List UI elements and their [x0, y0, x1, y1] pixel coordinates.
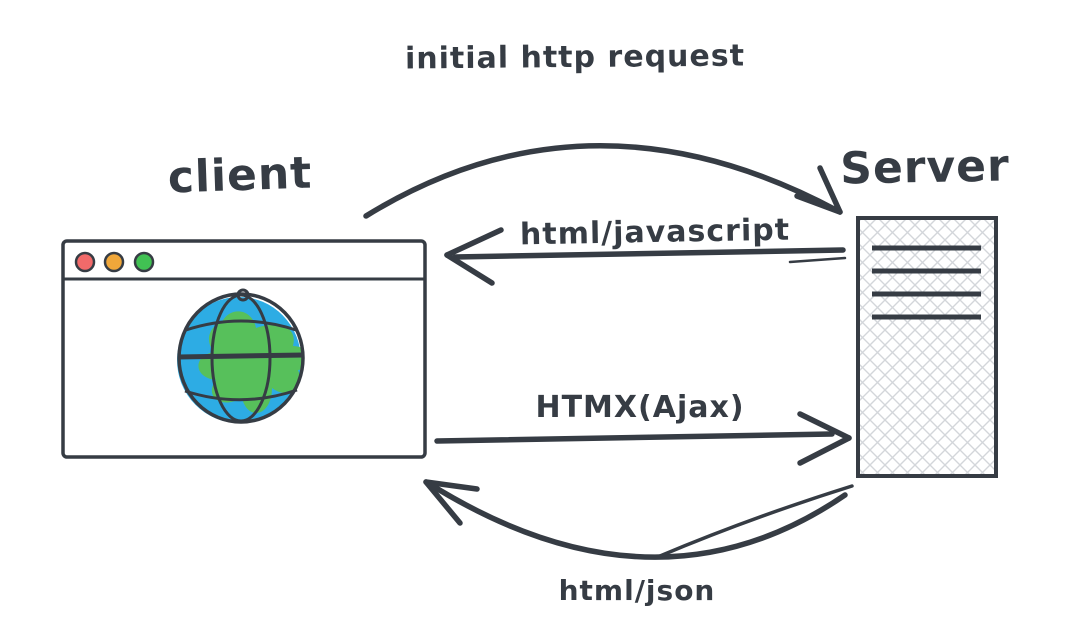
globe-icon — [177, 288, 305, 424]
htmx-label: HTMX(Ajax) — [535, 390, 745, 425]
initial-request-label: initial http request — [404, 38, 746, 77]
response-arrowhead — [444, 227, 504, 258]
response-arrow-sketch-line — [788, 256, 847, 264]
initial-request-arrowhead — [794, 193, 843, 215]
json-response-arrow — [423, 479, 854, 560]
json-response-label: html/json — [558, 574, 716, 607]
traffic-light-green-icon — [133, 251, 155, 273]
client-label: client — [166, 147, 314, 204]
globe-continent — [198, 311, 303, 413]
response-arrow-line — [452, 247, 846, 260]
globe-equator — [177, 352, 305, 360]
server-box — [856, 216, 998, 478]
initial-request-arrowhead — [817, 165, 843, 215]
response-arrowhead — [444, 252, 495, 286]
htmx-arrow — [434, 411, 852, 466]
json-response-arrowhead — [423, 479, 480, 492]
server-label: Server — [839, 140, 1011, 195]
response-arrow — [444, 227, 847, 286]
json-response-arrowhead — [423, 479, 463, 526]
globe-latitude-bottom — [184, 388, 298, 402]
htmx-arrowhead — [797, 435, 852, 466]
initial-request-arrow-line — [363, 143, 841, 219]
initial-request-arrow — [363, 143, 843, 219]
globe-pole-knob — [236, 288, 250, 302]
traffic-light-yellow-icon — [103, 251, 125, 273]
response-label: html/javascript — [519, 212, 791, 253]
htmx-arrow-line — [434, 431, 835, 444]
json-response-arrow-line — [425, 480, 848, 560]
globe-latitude-top — [185, 319, 297, 332]
browser-window — [61, 239, 427, 459]
json-response-sketch-line — [658, 484, 854, 558]
htmx-arrowhead — [797, 411, 852, 441]
traffic-light-red-icon — [74, 251, 96, 273]
server-box-frame — [856, 216, 998, 478]
